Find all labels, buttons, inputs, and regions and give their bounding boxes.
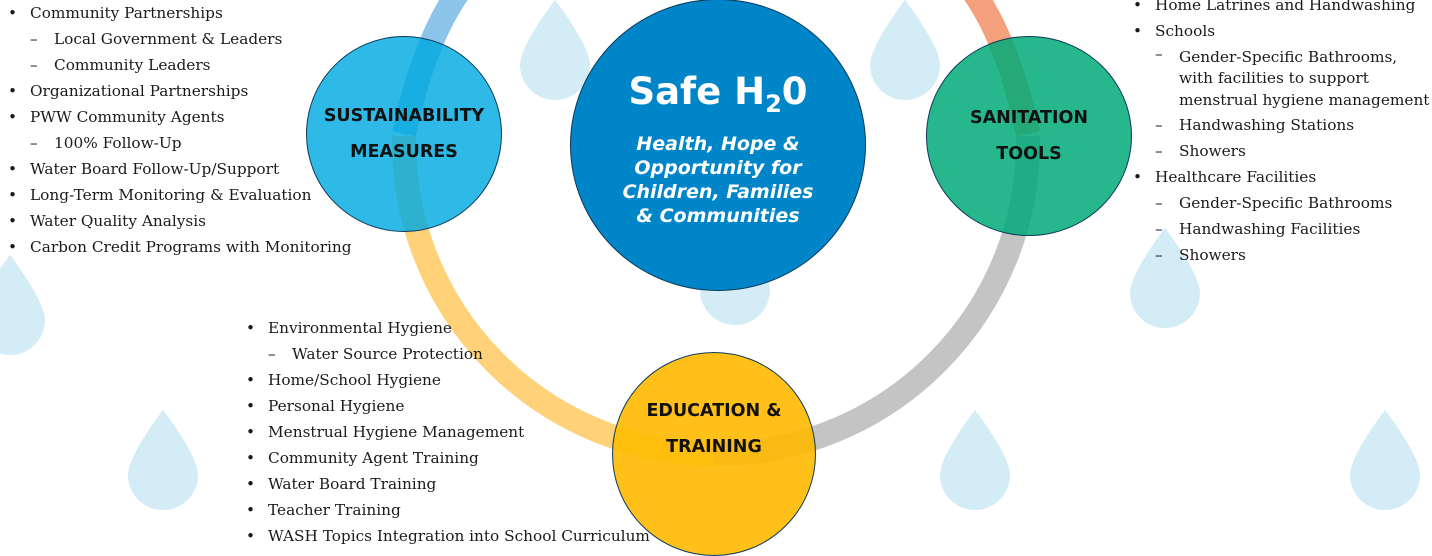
list-subitem: Gender-Specific Bathrooms	[1133, 190, 1429, 216]
list-subitem: Community Leaders	[8, 52, 352, 78]
center-tagline: Health, Hope & Opportunity for Children,…	[623, 132, 814, 228]
list-item: Community Agent Training	[246, 445, 650, 471]
sustainability-label-line1: SUSTAINABILITY	[323, 106, 485, 126]
list-item: Long-Term Monitoring & Evaluation	[8, 182, 352, 208]
list-item: Schools	[1133, 18, 1429, 44]
education-list: Environmental Hygiene Water Source Prote…	[246, 315, 650, 549]
list-item: PWW Community Agents	[8, 104, 352, 130]
list-subitem: Handwashing Stations	[1133, 112, 1429, 138]
sanitation-label-line2: TOOLS	[996, 144, 1062, 164]
center-title-end: 0	[781, 70, 808, 113]
water-drop-icon	[0, 255, 45, 355]
sanitation-label-line1: SANITATION	[969, 108, 1089, 128]
list-item: Carbon Credit Programs with Monitoring	[8, 234, 352, 260]
water-drop-icon	[870, 0, 940, 100]
list-item: Water Board Training	[246, 471, 650, 497]
tagline-line: & Communities	[636, 205, 800, 227]
list-item: Healthcare Facilities	[1133, 164, 1429, 190]
list-item: Teacher Training	[246, 497, 650, 523]
list-subitem: Local Government & Leaders	[8, 26, 352, 52]
center-title-subscript: 2	[765, 90, 782, 118]
center-title-main: Safe H	[628, 70, 766, 113]
list-subitem-continuation: with facilities to support	[1179, 69, 1369, 87]
list-item: WASH Topics Integration into School Curr…	[246, 523, 650, 549]
tagline-line: Children, Families	[622, 181, 814, 203]
list-item: Community Partnerships	[8, 0, 352, 26]
sustainability-label-line2: MEASURES	[350, 142, 458, 162]
sanitation-list: Home Latrines and Handwashing Schools Ge…	[1133, 0, 1429, 268]
list-item: Menstrual Hygiene Management	[246, 419, 650, 445]
list-subitem: Handwashing Facilities	[1133, 216, 1429, 242]
list-subitem: 100% Follow-Up	[8, 130, 352, 156]
list-item: Organizational Partnerships	[8, 78, 352, 104]
list-item: Water Quality Analysis	[8, 208, 352, 234]
tagline-line: Health, Hope &	[636, 133, 800, 155]
tagline-line: Opportunity for	[634, 157, 802, 179]
list-subitem: Gender-Specific Bathrooms,	[1133, 44, 1429, 68]
center-circle: Safe H20 Health, Hope & Opportunity for …	[570, 0, 866, 291]
water-drop-icon	[940, 410, 1010, 510]
list-subitem: Showers	[1133, 138, 1429, 164]
center-title: Safe H20	[628, 70, 808, 117]
sustainability-list: Community Partnerships Local Government …	[8, 0, 352, 260]
list-item: Personal Hygiene	[246, 393, 650, 419]
list-subitem: Water Source Protection	[246, 341, 650, 367]
water-drop-icon	[128, 410, 198, 510]
list-item: Water Board Follow-Up/Support	[8, 156, 352, 182]
list-item: Environmental Hygiene	[246, 315, 650, 341]
water-drop-icon	[520, 0, 590, 100]
list-subitem: Showers	[1133, 242, 1429, 268]
education-label-line1: EDUCATION &	[646, 401, 782, 421]
list-item: Home Latrines and Handwashing	[1133, 0, 1429, 18]
water-drop-icon	[1350, 410, 1420, 510]
education-label-line2: TRAINING	[666, 437, 762, 457]
list-item: Home/School Hygiene	[246, 367, 650, 393]
list-subitem-continuation: menstrual hygiene management	[1179, 91, 1430, 109]
sanitation-circle: SANITATION TOOLS	[926, 36, 1132, 236]
